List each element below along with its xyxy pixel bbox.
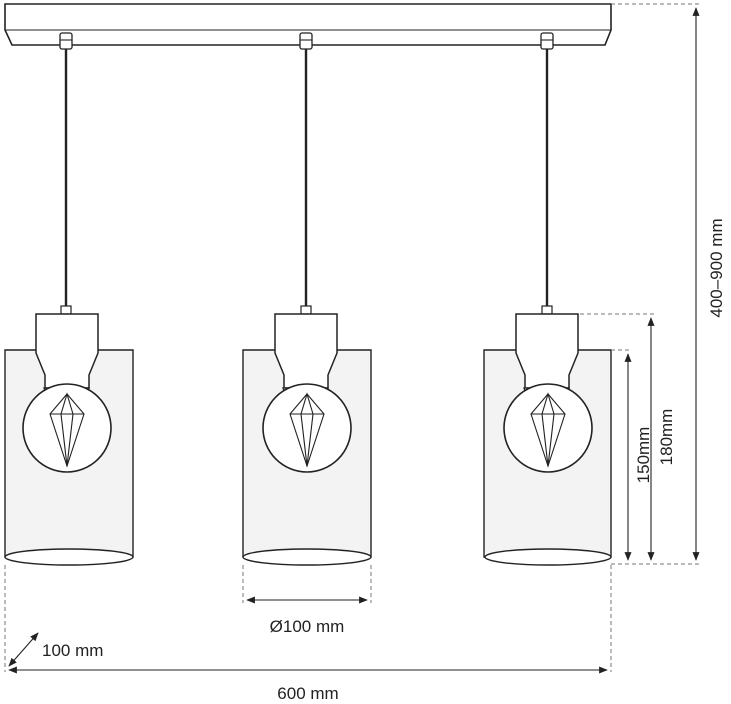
dimension-arrows — [8, 7, 700, 674]
pendant-lamp-right — [483, 32, 612, 566]
depth-label: 100 mm — [42, 641, 103, 660]
height-range-label: 400–900 mm — [707, 218, 726, 317]
extension-lines — [4, 3, 700, 672]
diameter-label: Ø100 mm — [270, 617, 345, 636]
shade-height-label: 180mm — [657, 409, 676, 466]
width-label: 600 mm — [277, 684, 338, 703]
pendant-lamp-center — [242, 32, 372, 566]
glass-height-label: 150mm — [634, 427, 653, 484]
pendant-lamp-left — [4, 32, 134, 566]
